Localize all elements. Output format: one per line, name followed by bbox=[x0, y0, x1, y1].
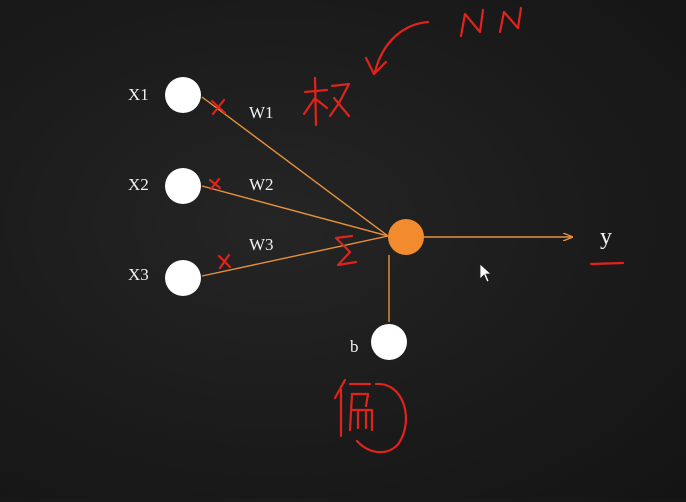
input-node-x1 bbox=[165, 77, 201, 113]
neuron-node bbox=[388, 219, 424, 255]
handwritten-y-underline bbox=[589, 261, 625, 266]
input-node-x2 bbox=[165, 168, 201, 204]
input-label-x2: X2 bbox=[128, 175, 149, 194]
handwritten-pian bbox=[333, 378, 374, 438]
weight-label-w3: W3 bbox=[249, 235, 274, 254]
handwritten-quan bbox=[302, 76, 351, 127]
output-label-y: y bbox=[600, 224, 612, 250]
handwritten-x-mark-w3 bbox=[217, 253, 232, 270]
weight-label-w2: W2 bbox=[249, 175, 274, 194]
input-node-x3 bbox=[165, 260, 201, 296]
handwritten-annotations bbox=[208, 6, 625, 454]
handwritten-arrowhead bbox=[364, 56, 388, 76]
handwritten-bias-loop bbox=[355, 382, 408, 454]
edge-x3-to-neuron bbox=[201, 235, 389, 277]
handwritten-sigma bbox=[334, 234, 358, 267]
bias-label-b: b bbox=[350, 337, 359, 356]
edge-x2-to-neuron bbox=[201, 185, 389, 237]
weight-label-w1: W1 bbox=[249, 103, 274, 122]
input-label-x3: X3 bbox=[128, 265, 149, 284]
bias-node bbox=[371, 324, 407, 360]
handwritten-x-mark-w2 bbox=[208, 177, 222, 191]
edge-x1-to-neuron bbox=[201, 96, 389, 237]
handwritten-curved-arrow bbox=[373, 20, 430, 74]
input-label-x1: X1 bbox=[128, 85, 149, 104]
handwritten-nn bbox=[459, 6, 523, 38]
handwritten-x-mark-w1 bbox=[210, 98, 227, 116]
mouse-cursor-icon bbox=[479, 263, 493, 283]
